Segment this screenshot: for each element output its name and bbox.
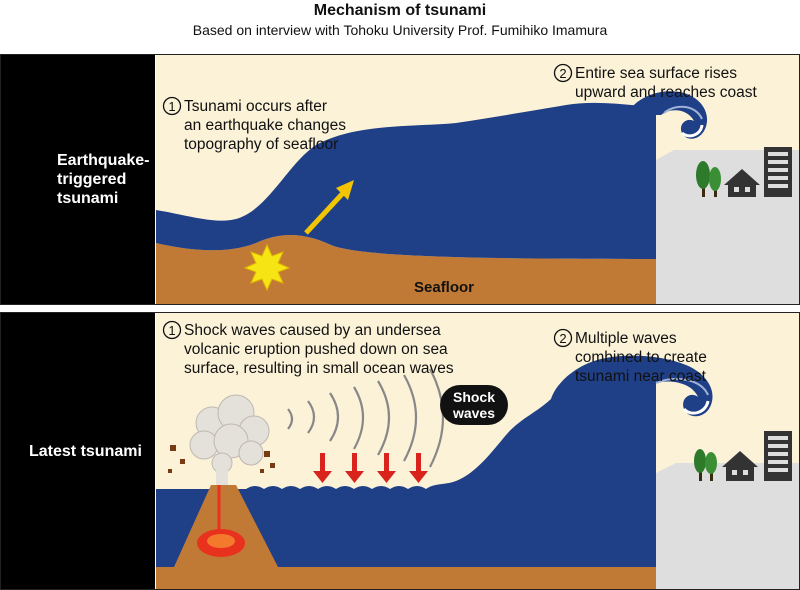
- latest-tsunami-illustration: Shock waves 1 Shock waves caused by an u…: [156, 313, 799, 589]
- house-icon: [724, 169, 760, 197]
- wave-highlight: [663, 105, 703, 120]
- step2-number: 2: [559, 66, 566, 81]
- step2-line-2: combined to create: [575, 349, 707, 366]
- step1-line-2: an earthquake changes: [184, 117, 346, 134]
- volcanic-debris-icon: [168, 445, 275, 473]
- step1-annotation: 1 Tsunami occurs after an earthquake cha…: [162, 96, 346, 153]
- panel-label-earthquake: Earthquake- triggered tsunami: [1, 55, 155, 304]
- building-icon: [764, 431, 792, 481]
- building-icon: [764, 147, 792, 197]
- wave-highlight: [655, 378, 709, 396]
- label-line-3: tsunami: [57, 190, 119, 207]
- earthquake-tsunami-illustration: Seafloor 1 Tsunami occurs after an earth…: [156, 55, 799, 304]
- step1-circle-icon: [162, 320, 182, 340]
- step1-annotation: 1 Shock waves caused by an undersea volc…: [162, 320, 454, 377]
- step1-number: 1: [168, 323, 175, 338]
- label-latest-text: Latest tsunami: [29, 442, 142, 460]
- page-title: Mechanism of tsunami: [313, 2, 487, 19]
- downward-pressure-arrows-icon: [313, 453, 428, 483]
- panel-label-latest: Latest tsunami: [1, 313, 155, 589]
- shock-waves-badge: Shock waves: [440, 385, 508, 425]
- step1-line-2: volcanic eruption pushed down on sea: [184, 341, 448, 358]
- step1-line-1: Tsunami occurs after: [184, 98, 327, 115]
- step2-circle-icon: [553, 63, 573, 83]
- step2-line-1: Entire sea surface rises: [575, 65, 737, 82]
- label-line-2: triggered: [57, 171, 127, 188]
- panel-latest-tsunami: Latest tsunami: [0, 312, 800, 590]
- step2-annotation: 2 Entire sea surface rises upward and re…: [553, 63, 758, 101]
- epicenter-icon: [243, 243, 291, 292]
- panel-earthquake-tsunami: Earthquake- triggered tsunami: [0, 54, 800, 305]
- step2-line-2: upward and reaches coast: [575, 84, 758, 101]
- wave-crest: [626, 91, 708, 139]
- step2-annotation: 2 Multiple waves combined to create tsun…: [553, 328, 707, 385]
- step2-line-1: Multiple waves: [575, 330, 677, 347]
- step1-line-3: topography of seafloor: [184, 136, 338, 153]
- step2-circle-icon: [553, 328, 573, 348]
- shock-badge-line-2: waves: [452, 405, 495, 421]
- ocean: [156, 367, 656, 567]
- step1-circle-icon: [162, 96, 182, 116]
- seafloor-label: Seafloor: [414, 279, 474, 296]
- wave-foam: [682, 400, 710, 415]
- shock-badge-line-1: Shock: [453, 389, 495, 405]
- label-line-1: Earthquake-: [57, 152, 150, 169]
- trees-icon: [694, 449, 717, 481]
- step1-line-3: surface, resulting in small ocean waves: [184, 360, 454, 377]
- seafloor: [156, 567, 676, 589]
- page-subtitle: Based on interview with Tohoku Universit…: [192, 22, 608, 38]
- ocean: [156, 102, 656, 259]
- trees-icon: [696, 161, 721, 197]
- coast: [656, 150, 799, 304]
- volcano-icon: [174, 485, 278, 567]
- wave-foam: [681, 124, 704, 138]
- tall-wave-crest: [551, 355, 713, 417]
- step2-line-3: tsunami near coast: [575, 368, 707, 385]
- house-icon: [722, 451, 758, 481]
- step2-number: 2: [559, 331, 566, 346]
- step1-number: 1: [168, 99, 175, 114]
- shock-wave-arcs-icon: [287, 368, 444, 468]
- uplift-arrow-icon: [304, 180, 354, 235]
- eruption-plume-icon: [189, 394, 270, 485]
- step1-line-1: Shock waves caused by an undersea: [184, 322, 441, 339]
- header: Mechanism of tsunami Based on interview …: [0, 0, 800, 39]
- coast: [656, 463, 799, 589]
